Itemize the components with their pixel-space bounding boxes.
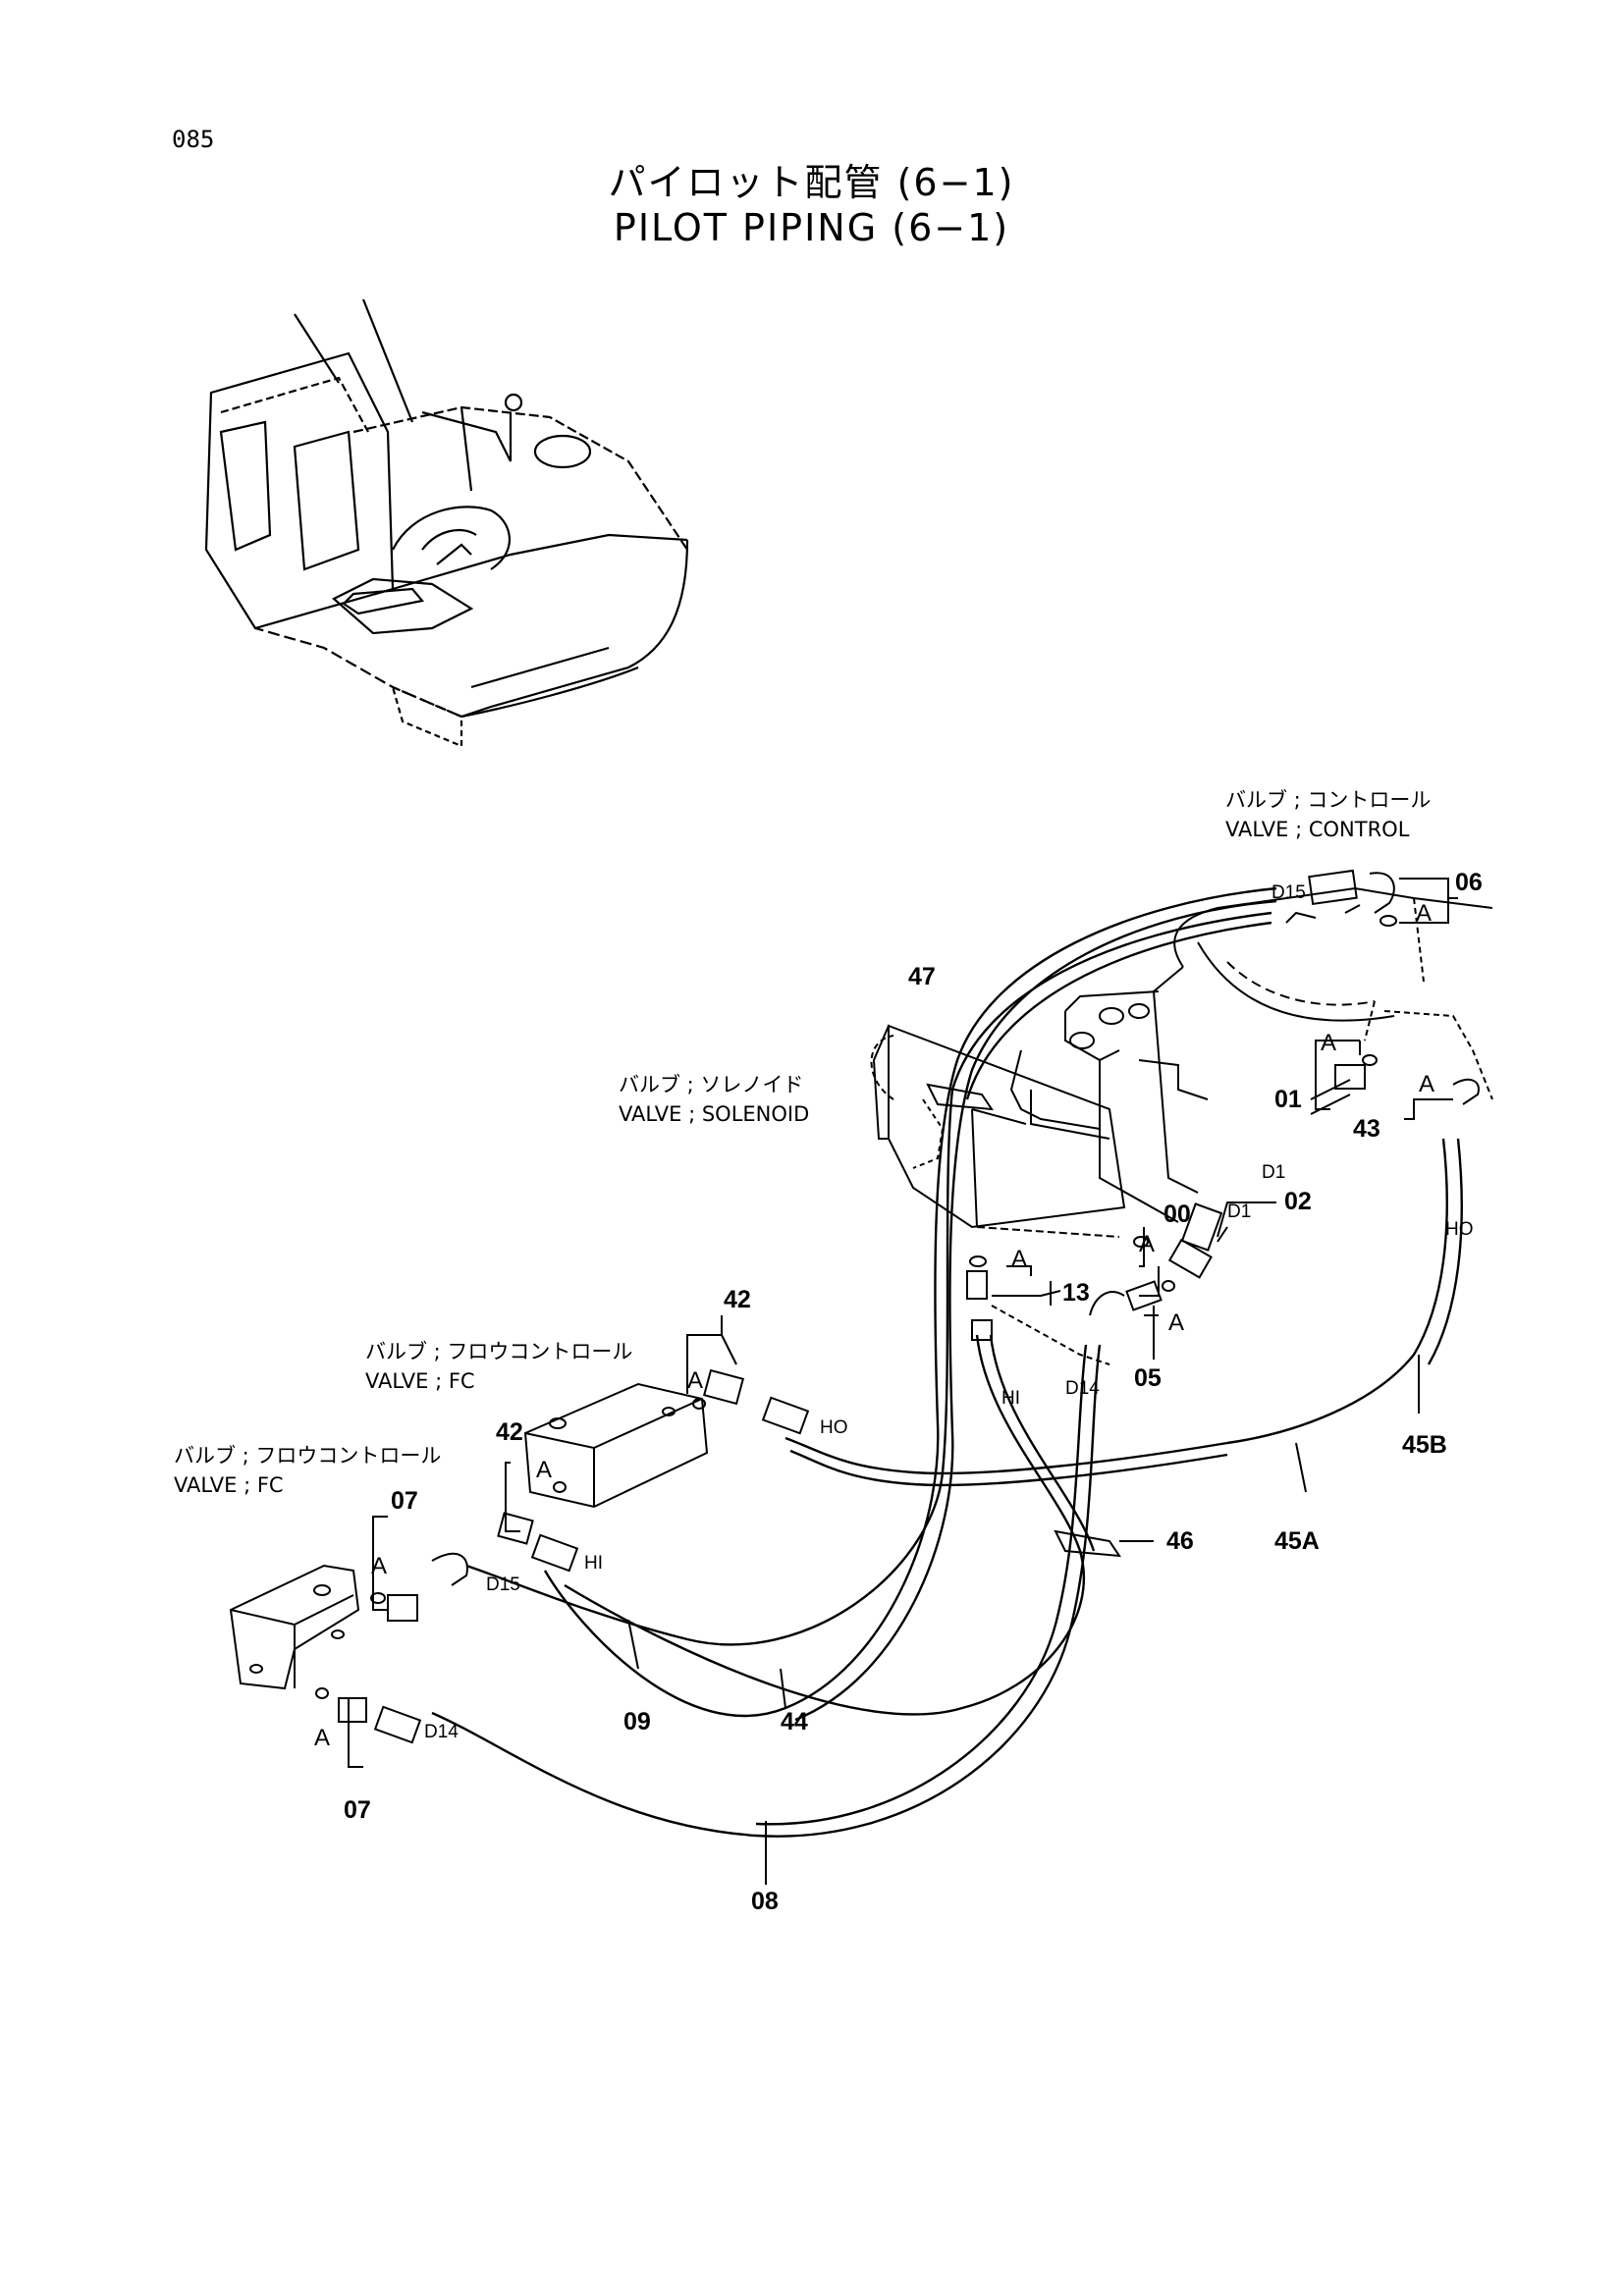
part-number-42-upper: 42 [724, 1286, 751, 1313]
part-number-07-lower: 07 [344, 1796, 371, 1824]
hose-45a [784, 1436, 1228, 1475]
part-number-46: 46 [1166, 1527, 1194, 1555]
callout-a: A [314, 1725, 330, 1751]
callout-letters: A A A A A A A A A A [314, 900, 1434, 1751]
callout-a: A [1168, 1309, 1184, 1336]
callout-a: A [1321, 1030, 1336, 1056]
excavator-overview-sketch [204, 298, 689, 748]
part-number-13: 13 [1062, 1279, 1090, 1307]
part-number-01: 01 [1274, 1086, 1302, 1113]
part-number-42-lower: 42 [496, 1418, 523, 1446]
fc-valve-label-2-jp: バルブ ; フロウコントロール [174, 1444, 442, 1468]
control-valve-label: バルブ ; コントロール VALVE ; CONTROL [1225, 785, 1431, 844]
page-number: 085 [172, 126, 215, 153]
callout-a: A [1419, 1071, 1434, 1097]
hose-09 [465, 911, 1272, 1646]
fc-valve-label-2: バルブ ; フロウコントロール VALVE ; FC [174, 1441, 441, 1500]
fc-valve-label-1-jp: バルブ ; フロウコントロール [365, 1340, 633, 1363]
solenoid-valve-body [870, 1024, 1126, 1238]
hose-08 [431, 1344, 1102, 1838]
fc-valve-label-1: バルブ ; フロウコントロール VALVE ; FC [365, 1337, 632, 1396]
hose-mark-d15: D15 [486, 1575, 520, 1595]
part-number-02: 02 [1284, 1188, 1312, 1215]
control-valve-label-jp: バルブ ; コントロール [1225, 788, 1432, 812]
part-number-00: 00 [1163, 1201, 1191, 1228]
callout-a: A [536, 1457, 552, 1483]
callout-a: A [687, 1367, 703, 1394]
hose-mark-ho: HO [820, 1417, 848, 1438]
part-number-45b: 45B [1402, 1431, 1447, 1459]
fc-valve-label-1-en: VALVE ; FC [365, 1369, 475, 1393]
callout-a: A [1011, 1246, 1027, 1272]
hoses [431, 886, 1463, 1838]
page-title-jp: パイロット配管 (6−1) [608, 161, 1015, 204]
part-number-08: 08 [751, 1888, 779, 1915]
hose-mark-d1: D1 [1262, 1162, 1285, 1183]
hose-hi [564, 1334, 1086, 1716]
part-numbers: 06 47 01 43 00 02 13 05 42 42 07 07 46 4… [344, 869, 1483, 1915]
part-number-06: 06 [1455, 869, 1483, 896]
solenoid-valve-label-jp: バルブ ; ソレノイド [619, 1073, 804, 1096]
fc-valve-block-upper [523, 1382, 709, 1509]
hose-mark-d1: D1 [1227, 1201, 1251, 1222]
part-number-45a: 45A [1274, 1527, 1320, 1555]
part-number-44: 44 [781, 1708, 808, 1735]
fc-valve-block-lower [229, 1564, 360, 1690]
part-number-43: 43 [1353, 1115, 1380, 1143]
callout-a: A [1139, 1231, 1155, 1257]
hose-mark-d15: D15 [1271, 882, 1306, 903]
control-valve-body [1009, 886, 1493, 1223]
hose-mark-ho: HO [1445, 1219, 1474, 1240]
page-title-en: PILOT PIPING (6−1) [613, 206, 1010, 249]
hose-mark-d14: D14 [424, 1722, 459, 1742]
part-number-47: 47 [908, 963, 936, 990]
hose-44 [543, 886, 1277, 1718]
leader-lines [348, 878, 1493, 1885]
hose-mark-hi: HI [1001, 1388, 1020, 1409]
hose-mark-d14: D14 [1065, 1378, 1100, 1399]
hose-45b [1226, 1138, 1448, 1445]
part-number-09: 09 [623, 1708, 651, 1735]
control-valve-label-en: VALVE ; CONTROL [1225, 818, 1410, 841]
solenoid-valve-label-en: VALVE ; SOLENOID [619, 1102, 810, 1126]
part-number-07-upper: 07 [391, 1487, 418, 1515]
callout-a: A [371, 1553, 387, 1579]
hose-marks: D15 D1 D1 HO HI D14 HO HI D15 D14 [424, 882, 1474, 1742]
hose-mark-hi: HI [584, 1553, 603, 1574]
fc-valve-label-2-en: VALVE ; FC [174, 1473, 284, 1497]
solenoid-valve-label: バルブ ; ソレノイド VALVE ; SOLENOID [619, 1070, 809, 1129]
callout-a: A [1416, 900, 1432, 927]
part-number-05: 05 [1134, 1364, 1162, 1392]
